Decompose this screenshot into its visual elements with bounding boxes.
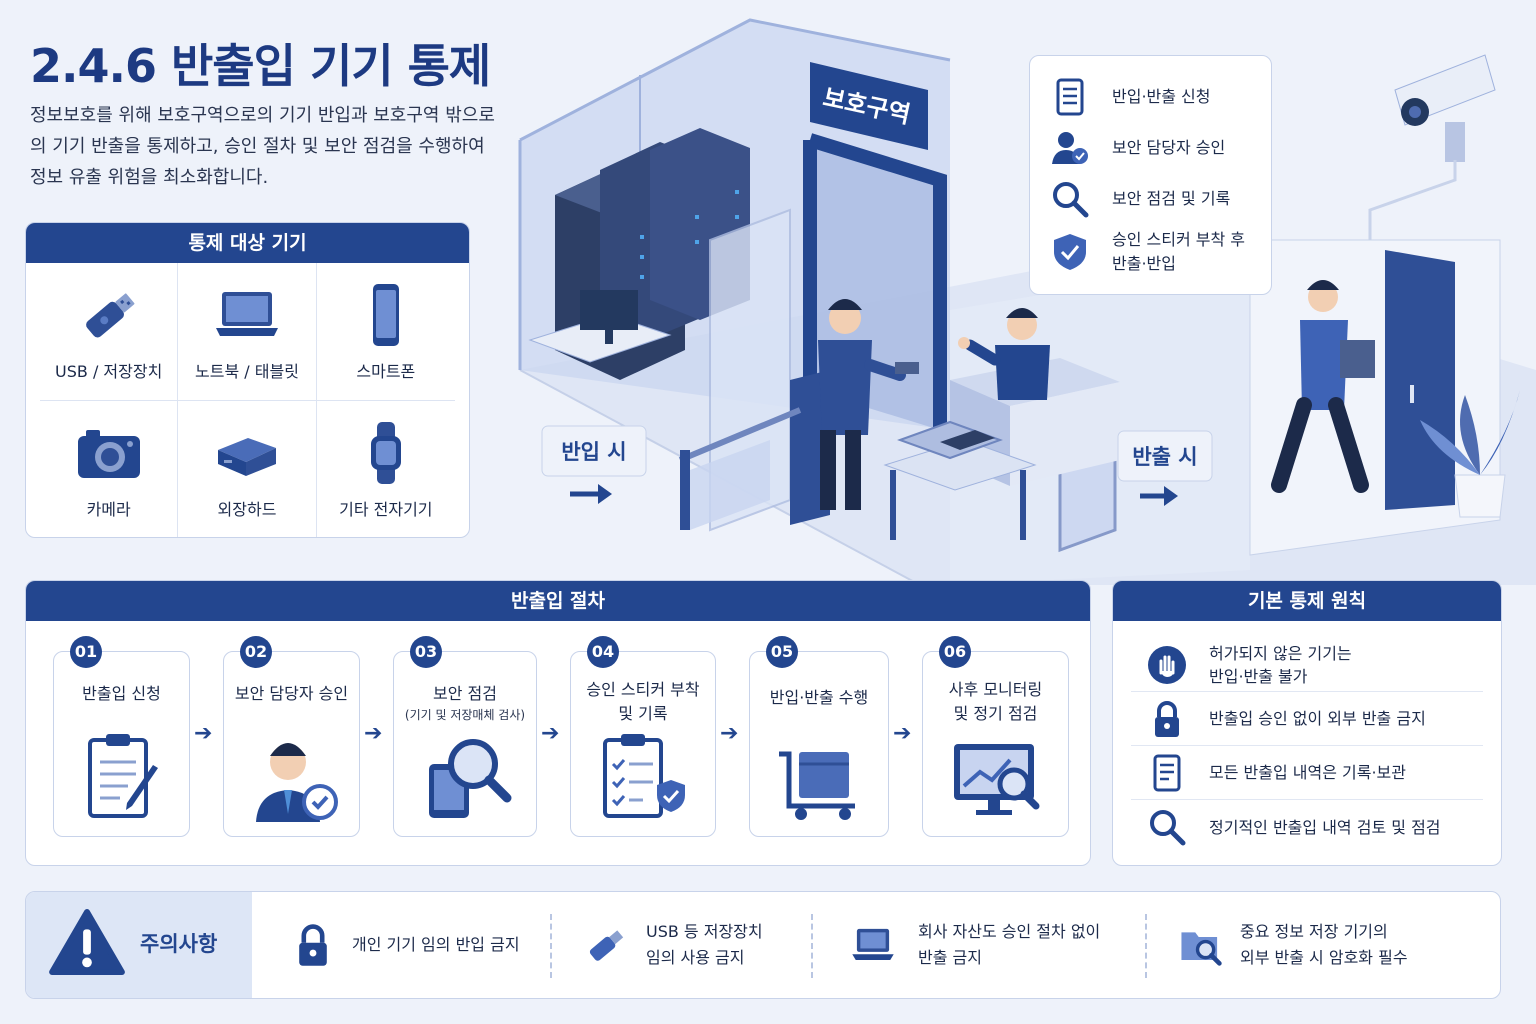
divider <box>811 914 813 978</box>
device-label: 노트북 / 태블릿 <box>195 361 299 381</box>
caution-item: 개인 기기 임의 반입 금지 <box>290 892 520 998</box>
cart-box-icon <box>779 751 855 820</box>
entry-label-text: 반입 시 <box>561 440 626 464</box>
user-check-icon <box>1052 132 1088 164</box>
device-external-hdd: 외장하드 <box>178 401 317 537</box>
caution-title: 주의사항 <box>140 932 218 956</box>
step-arrow: ➔ <box>893 721 912 746</box>
device-smartphone: 스마트폰 <box>316 263 455 401</box>
process-bubble: 반입·반출 신청 보안 담당자 승인 보안 점검 및 기록 승인 스티커 부착 … <box>1029 55 1272 295</box>
control-scene-illustration: 보호구역 <box>518 18 1536 585</box>
bubble-item: 반입·반출 신청 <box>1050 72 1259 122</box>
procedure-step-03: 03 보안 점검 (기기 및 저장매체 검사) <box>393 636 537 837</box>
laptop-icon <box>852 928 894 960</box>
device-usb: USB / 저장장치 <box>40 263 179 401</box>
folder-search-icon <box>1181 932 1222 966</box>
server-racks <box>555 128 750 380</box>
device-label: 카메라 <box>86 500 131 519</box>
device-label: 스마트폰 <box>356 361 416 381</box>
shield-check-icon <box>1054 234 1086 270</box>
document-icon <box>1153 754 1181 791</box>
bubble-item: 보안 담당자 승인 <box>1050 122 1259 174</box>
plant-icon <box>1420 390 1520 518</box>
lock-icon <box>299 924 327 966</box>
officer-approve-icon <box>255 743 338 822</box>
device-label: USB / 저장장치 <box>55 361 163 381</box>
monitor <box>580 290 638 330</box>
device-camera: 카메라 <box>40 401 179 537</box>
cctv-camera-icon <box>1368 54 1496 240</box>
caution-label-area: 주의사항 <box>26 892 252 998</box>
zone-sign <box>810 62 928 150</box>
exit-door <box>1385 250 1455 510</box>
usb-icon <box>589 930 624 961</box>
stop-hand-icon <box>1148 645 1186 684</box>
camera-icon <box>77 430 140 478</box>
principles-header: 기본 통제 원칙 <box>1113 581 1501 621</box>
device-label: 외장하드 <box>217 500 277 519</box>
step-arrow: ➔ <box>194 721 213 746</box>
procedure-header: 반출입 절차 <box>26 581 1090 621</box>
tablet-magnifier-icon <box>429 739 512 818</box>
procedure-panel: 반출입 절차 01 반출입 신청 ➔ 02 보안 담당자 승인 ➔ 03 보안 … <box>25 580 1091 866</box>
divider <box>550 914 552 978</box>
principle-item: 반출입 승인 없이 외부 반출 금지 <box>1131 692 1483 746</box>
device-label: 기타 전자기기 <box>339 500 433 519</box>
search-icon <box>1053 182 1089 218</box>
external-hdd-icon <box>217 438 276 476</box>
smartphone-icon <box>372 283 399 346</box>
divider <box>1145 914 1147 978</box>
laptop-icon <box>215 291 278 336</box>
exit-label <box>1117 430 1213 506</box>
step-arrow: ➔ <box>720 721 739 746</box>
device-other: 기타 전자기기 <box>317 401 455 537</box>
search-icon <box>1150 810 1186 846</box>
bubble-item: 보안 점검 및 기록 <box>1050 174 1259 224</box>
checklist-shield-icon <box>603 734 685 818</box>
principle-item: 정기적인 반출입 내역 검토 및 점검 <box>1131 800 1483 854</box>
clipboard-pen-icon <box>87 734 158 818</box>
devices-header: 통제 대상 기기 <box>26 223 469 263</box>
usb-icon <box>85 292 135 337</box>
procedure-step-05: 05 반입·반출 수행 <box>749 636 889 837</box>
monitor-magnifier-icon <box>953 744 1039 815</box>
document-icon <box>1056 78 1084 116</box>
exit-label-text: 반출 시 <box>1132 445 1197 469</box>
principle-item: 모든 반출입 내역은 기록·보관 <box>1131 746 1483 800</box>
step-arrow: ➔ <box>364 721 383 746</box>
warning-icon <box>49 908 125 976</box>
procedure-step-01: 01 반출입 신청 <box>53 636 190 837</box>
smartwatch-icon <box>370 422 401 484</box>
procedure-step-02: 02 보안 담당자 승인 <box>223 636 360 837</box>
walking-person-with-box <box>1271 280 1375 493</box>
devices-panel: 통제 대상 기기 USB / 저장장치 노트북 / 태블릿 스마트폰 카메라 외… <box>25 222 470 538</box>
visitor-person <box>818 299 919 510</box>
device-laptop: 노트북 / 태블릿 <box>178 263 317 401</box>
security-officer <box>958 308 1050 400</box>
entry-label <box>541 425 647 504</box>
lock-icon <box>1155 700 1179 737</box>
page-title: 2.4.6 반출입 기기 통제 <box>30 39 491 93</box>
step-arrow: ➔ <box>541 721 560 746</box>
page-description: 정보보호를 위해 보호구역으로의 기기 반입과 보호구역 밖으로의 기기 반출을… <box>30 105 495 188</box>
